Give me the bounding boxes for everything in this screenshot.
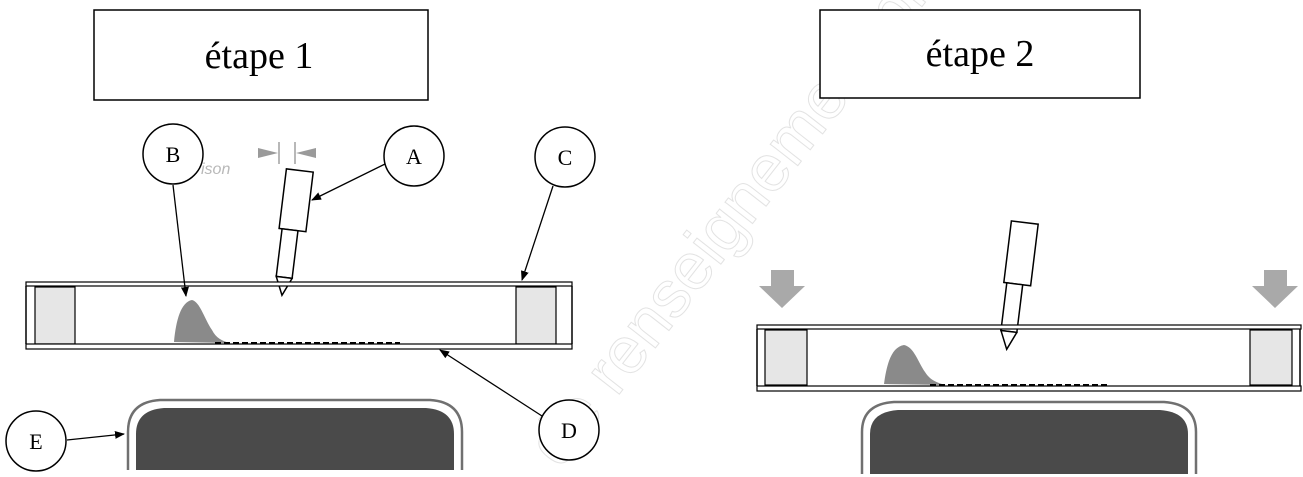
callout-c-label: C [558, 145, 573, 170]
leader-lines [66, 163, 554, 441]
heating-plate-step-2 [860, 400, 1198, 474]
step-1-panel: étape 1 ison [5, 9, 600, 472]
step-2-title-box [819, 9, 1141, 99]
fragment-label: ison [201, 161, 230, 178]
base-slide [25, 343, 573, 350]
pipette-tip-step-2 [999, 220, 1040, 352]
press-arrow-left [759, 270, 805, 308]
callout-a-label: A [406, 144, 422, 169]
heating-plate [126, 398, 464, 470]
callout-d-label: D [561, 418, 577, 443]
coverslip [25, 281, 573, 287]
right-spacer [515, 286, 557, 345]
callout-b-label: B [166, 142, 181, 167]
slide-assembly-step-1 [25, 281, 573, 350]
callout-e: E [5, 410, 67, 472]
sample-drop [174, 300, 230, 343]
step-2-title: étape 2 [926, 33, 1035, 75]
step-1-title-box [93, 9, 429, 101]
callout-b: B [142, 123, 204, 185]
callout-e-label: E [29, 429, 42, 454]
callout-c: C [534, 126, 596, 188]
pipette-tip [275, 168, 315, 298]
slide-assembly-step-2 [756, 324, 1302, 392]
press-arrow-right [1252, 270, 1298, 308]
callout-d: D [538, 399, 600, 461]
step-1-title: étape 1 [205, 35, 314, 77]
callout-a: A [383, 125, 445, 187]
step-2-panel: étape 2 [756, 9, 1302, 474]
alignment-mark [258, 142, 316, 164]
left-spacer [34, 286, 76, 345]
